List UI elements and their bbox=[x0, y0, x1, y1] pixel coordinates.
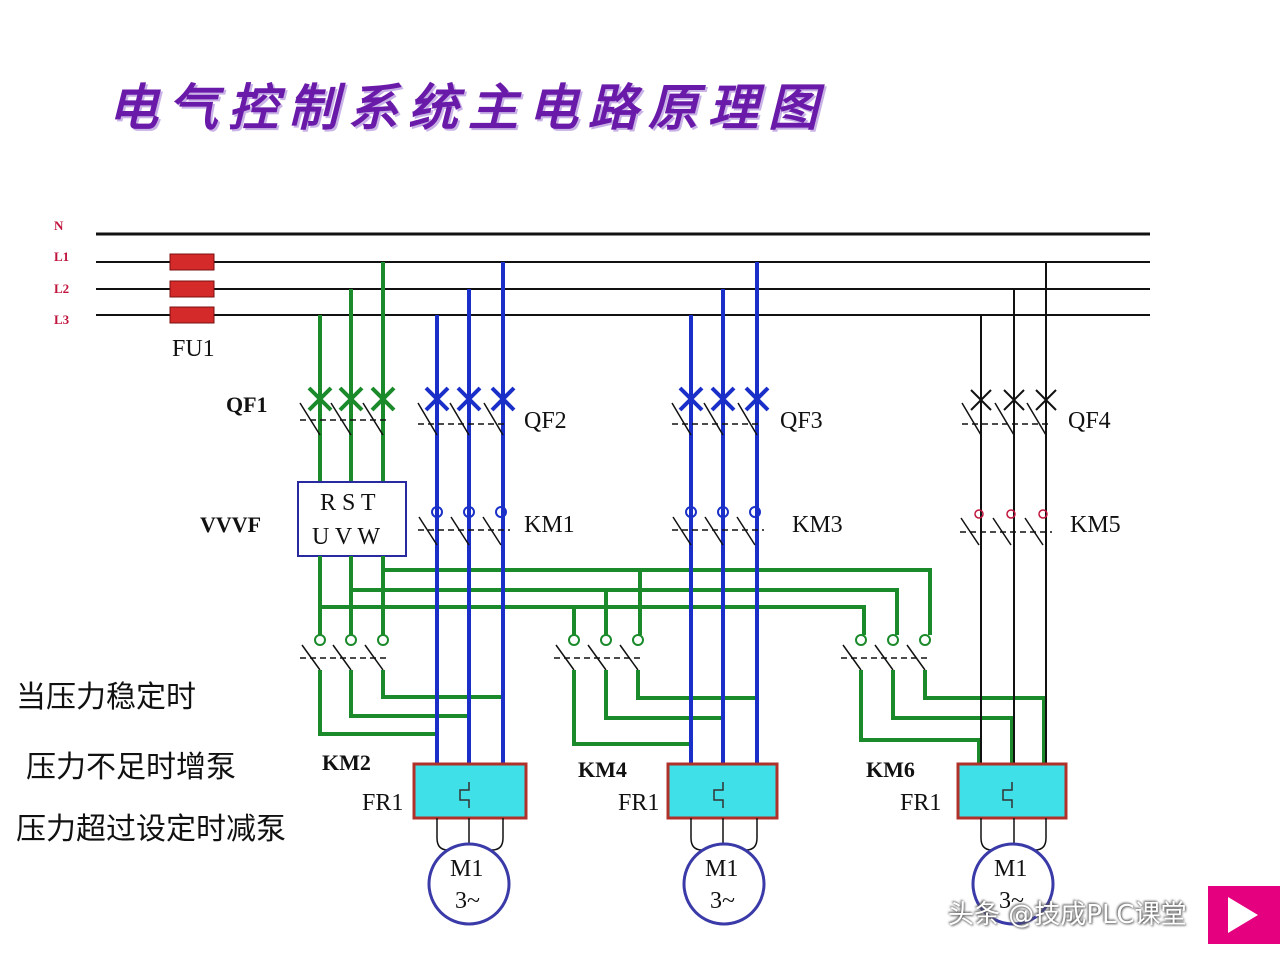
breaker-qf2-contacts bbox=[417, 402, 508, 436]
contactor-km5 bbox=[960, 509, 1052, 546]
breaker-qf2-label: QF2 bbox=[524, 408, 567, 434]
vfd-label: VVVF bbox=[200, 512, 261, 537]
motor-2 bbox=[682, 842, 766, 926]
bus-label-l3: L3 bbox=[54, 312, 70, 327]
vfd-to-motor-wires bbox=[318, 670, 1046, 764]
contactor-km5-label: KM5 bbox=[1070, 512, 1121, 538]
breaker-qf4-contacts bbox=[961, 402, 1052, 436]
breaker-qf4-x-marks bbox=[970, 389, 1057, 411]
breaker-qf1-x-marks bbox=[307, 386, 396, 412]
contactor-km6-label: KM6 bbox=[866, 757, 915, 782]
motor-3-phase: 3~ bbox=[999, 888, 1024, 914]
thermal-relay-1-label: FR1 bbox=[362, 790, 403, 816]
thermal-relay-2 bbox=[666, 762, 779, 820]
note-pressure-stable: 当压力稳定时 bbox=[16, 680, 196, 715]
bus-labels: N L1 L2 L3 bbox=[54, 218, 70, 327]
motor-leads bbox=[436, 818, 1047, 851]
thermal-relay-2-label: FR1 bbox=[618, 790, 659, 816]
bus-label-n: N bbox=[54, 218, 64, 233]
note-pressure-low: 压力不足时增泵 bbox=[26, 750, 236, 785]
next-slide-button[interactable] bbox=[1208, 886, 1280, 944]
breaker-qf1-contacts bbox=[299, 402, 388, 436]
thermal-relay-3 bbox=[956, 762, 1068, 820]
contactor-km3 bbox=[672, 506, 764, 546]
note-pressure-high: 压力超过设定时减泵 bbox=[16, 812, 286, 847]
diagram-title: 电气控制系统主电路原理图 bbox=[108, 78, 828, 137]
thermal-relay-1 bbox=[412, 762, 528, 820]
breaker-qf3-contacts bbox=[671, 402, 762, 436]
contactor-km1 bbox=[418, 506, 510, 546]
vfd-output-wires bbox=[318, 556, 932, 635]
breaker-qf4-label: QF4 bbox=[1068, 408, 1111, 434]
contactor-km2 bbox=[300, 634, 389, 671]
contactor-km1-label: KM1 bbox=[524, 512, 575, 538]
contactor-km3-label: KM3 bbox=[792, 512, 843, 538]
motor-2-label: M1 bbox=[705, 856, 738, 882]
bus-bars bbox=[96, 232, 1150, 316]
contactor-km2-label: KM2 bbox=[322, 750, 371, 775]
vfd-inputs: R S T bbox=[320, 490, 376, 516]
motor-3-label: M1 bbox=[994, 856, 1027, 882]
breaker-qf2-x-marks bbox=[424, 386, 516, 412]
contactor-km6 bbox=[841, 634, 931, 671]
motor-1-phase: 3~ bbox=[455, 888, 480, 914]
bus-label-l1: L1 bbox=[54, 249, 69, 264]
vfd-input-wires bbox=[318, 262, 385, 484]
vfd-outputs: U V W bbox=[312, 524, 380, 550]
breaker-qf3-label: QF3 bbox=[780, 408, 823, 434]
branch3-line-wires bbox=[689, 262, 759, 764]
breaker-qf1-label: QF1 bbox=[226, 392, 268, 417]
fuse-label: FU1 bbox=[172, 336, 215, 362]
fuse-fu1 bbox=[169, 253, 215, 324]
contactor-km4 bbox=[554, 634, 644, 671]
contactor-km4-label: KM4 bbox=[578, 757, 627, 782]
thermal-relay-3-label: FR1 bbox=[900, 790, 941, 816]
motor-1 bbox=[427, 842, 511, 926]
branch4-line-wires bbox=[980, 262, 1047, 764]
motor-3 bbox=[971, 842, 1055, 926]
breaker-qf3-x-marks bbox=[678, 386, 770, 412]
motor-2-phase: 3~ bbox=[710, 888, 735, 914]
branch2-line-wires bbox=[435, 262, 505, 764]
bus-label-l2: L2 bbox=[54, 281, 69, 296]
motor-1-label: M1 bbox=[450, 856, 483, 882]
watermark: 头条 @技成PLC课堂 bbox=[948, 900, 1187, 930]
